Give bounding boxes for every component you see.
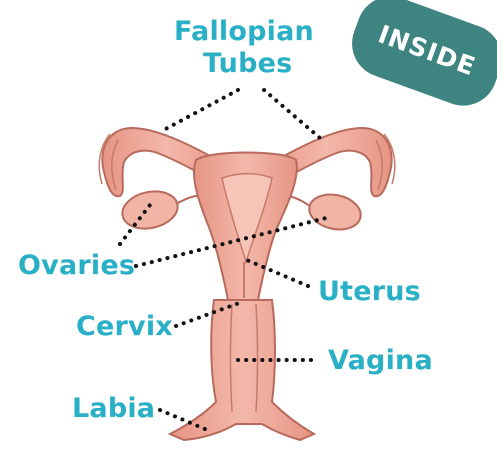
label-tubes: Tubes (203, 50, 292, 77)
label-fallopian: Fallopian (174, 18, 314, 45)
label-cervix: Cervix (76, 313, 173, 340)
uterus-body (194, 153, 297, 301)
ovary-right (306, 190, 364, 234)
label-vagina: Vagina (328, 347, 433, 374)
label-ovaries: Ovaries (18, 252, 135, 279)
label-labia: Labia (72, 395, 155, 422)
label-uterus: Uterus (318, 278, 421, 305)
ovary-left (119, 187, 181, 234)
